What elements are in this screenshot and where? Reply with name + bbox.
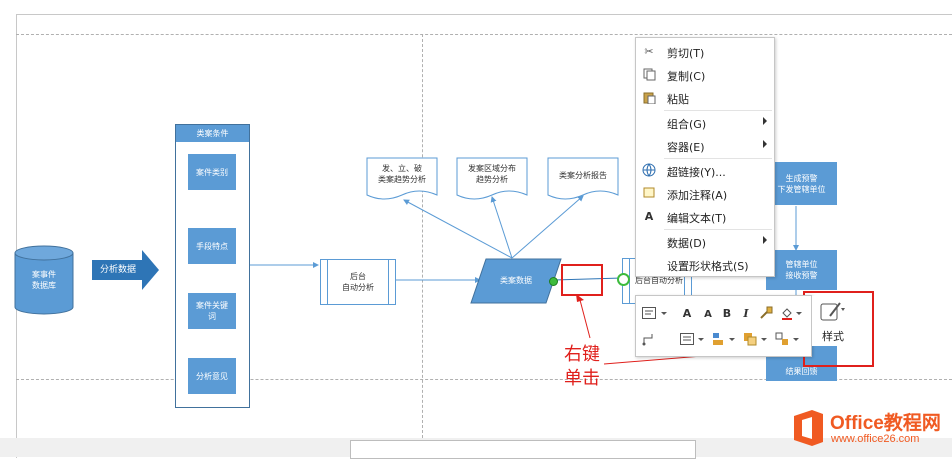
- position-icon[interactable]: [710, 330, 728, 348]
- menu-item-add-comment[interactable]: 添加注释(A): [636, 182, 774, 205]
- fill-color-icon[interactable]: [778, 304, 796, 322]
- connection-handle[interactable]: [617, 273, 630, 286]
- office-logo-icon: [794, 410, 823, 446]
- menu-item-container[interactable]: 容器(E): [636, 134, 774, 157]
- dropdown-arrow-icon[interactable]: [729, 338, 735, 341]
- menu-item-group[interactable]: 组合(G): [636, 111, 774, 134]
- menu-item-paste[interactable]: 粘贴: [636, 86, 774, 109]
- dropdown-arrow-icon[interactable]: [661, 312, 667, 315]
- submenu-arrow-icon: [763, 117, 767, 125]
- document-shape[interactable]: [366, 157, 438, 203]
- menu-separator: [664, 229, 772, 230]
- annotation-arrow-up: [579, 299, 591, 339]
- process-generate-alert[interactable]: 生成预警 下发管辖单位: [766, 162, 837, 205]
- shrink-font-button[interactable]: A: [704, 308, 712, 320]
- connector-to-doc3: [511, 195, 584, 259]
- process-backend-analysis[interactable]: 后台 自动分析: [320, 259, 396, 305]
- dropdown-arrow-icon[interactable]: [793, 338, 799, 341]
- paste-icon: [642, 90, 656, 104]
- annotation-text-line1: 右键: [564, 344, 600, 365]
- block-arrow-label: 分析数据: [99, 264, 136, 275]
- annotation-text-line2: 单击: [564, 368, 600, 389]
- dropdown-arrow-icon[interactable]: [796, 312, 802, 315]
- hyperlink-icon: [642, 163, 656, 177]
- swimlane-item[interactable]: 案件类别: [188, 154, 236, 190]
- case-data-parallelogram[interactable]: [470, 258, 562, 304]
- database-label: 案事件 数据库: [32, 270, 56, 290]
- process-backend-auto-label: 后台自动分析: [635, 276, 683, 285]
- document-shape[interactable]: [456, 157, 528, 203]
- group-icon[interactable]: [773, 330, 791, 348]
- watermark-url: www.office26.com: [831, 433, 920, 445]
- watermark-brand: Office教程网: [830, 413, 941, 434]
- page-guide-top: [16, 34, 952, 35]
- connection-handle[interactable]: [549, 277, 558, 286]
- swimlane-item[interactable]: 分析意见: [188, 358, 236, 394]
- document-shape[interactable]: [547, 157, 619, 203]
- dropdown-arrow-icon[interactable]: [698, 338, 704, 341]
- connector-selected: [553, 277, 623, 281]
- process-receive-alert[interactable]: 管辖单位 接收预警: [766, 250, 837, 290]
- highlight-rect-target: [561, 264, 603, 296]
- mini-toolbar: A A B I: [635, 295, 812, 357]
- style-button[interactable]: 样式: [812, 296, 854, 346]
- menu-separator: [664, 158, 772, 159]
- block-arrow-shape[interactable]: [92, 250, 160, 290]
- submenu-arrow-icon: [763, 236, 767, 244]
- align-text-icon[interactable]: [678, 330, 696, 348]
- copy-icon: [642, 67, 656, 81]
- swimlane-title: 类案条件: [176, 125, 249, 142]
- connector-to-doc2: [490, 196, 513, 259]
- menu-item-format-shape[interactable]: 设置形状格式(S): [667, 260, 749, 273]
- watermark-logo: Office教程网 www.office26.com: [790, 406, 952, 450]
- menu-separator: [664, 110, 772, 111]
- dropdown-arrow-icon[interactable]: [761, 338, 767, 341]
- grow-font-button[interactable]: A: [682, 306, 692, 320]
- page-guide-bottom: [16, 379, 952, 380]
- document-label: 发、立、破 类案趋势分析: [378, 164, 426, 184]
- scissors-icon: ✂: [644, 44, 654, 58]
- case-data-label: 类案数据: [500, 275, 532, 285]
- connector-tool-icon[interactable]: [640, 330, 658, 348]
- menu-item-data[interactable]: 数据(D): [636, 230, 774, 253]
- bold-button[interactable]: B: [722, 306, 732, 320]
- brush-style-icon: [820, 300, 846, 326]
- menu-item-copy[interactable]: 复制(C): [636, 63, 774, 86]
- arrange-icon[interactable]: [741, 330, 759, 348]
- database-shape[interactable]: [14, 245, 74, 315]
- swimlane-item[interactable]: 案件关键 词: [188, 293, 236, 329]
- style-button-label: 样式: [822, 330, 844, 343]
- comment-icon: [642, 186, 656, 200]
- font-format-icon[interactable]: [640, 304, 658, 322]
- menu-item-hyperlink[interactable]: 超链接(Y)...: [636, 159, 774, 182]
- context-menu: ✂ 剪切(T) 复制(C) 粘贴 组合(G) 容器(E) 超链接(Y)... 添…: [635, 37, 775, 277]
- text-a-icon: A: [644, 209, 654, 223]
- document-label: 类案分析报告: [559, 171, 607, 180]
- swimlane-item[interactable]: 手段特点: [188, 228, 236, 264]
- menu-item-edit-text[interactable]: A 编辑文本(T): [636, 205, 774, 228]
- page-guide-vertical: [422, 34, 423, 438]
- document-label: 发案区域分布 趋势分析: [468, 164, 516, 184]
- format-painter-icon[interactable]: [757, 304, 775, 322]
- italic-button[interactable]: I: [743, 306, 749, 320]
- submenu-arrow-icon: [763, 140, 767, 148]
- menu-item-cut[interactable]: ✂ 剪切(T): [636, 40, 774, 63]
- connector-to-doc1: [403, 199, 513, 259]
